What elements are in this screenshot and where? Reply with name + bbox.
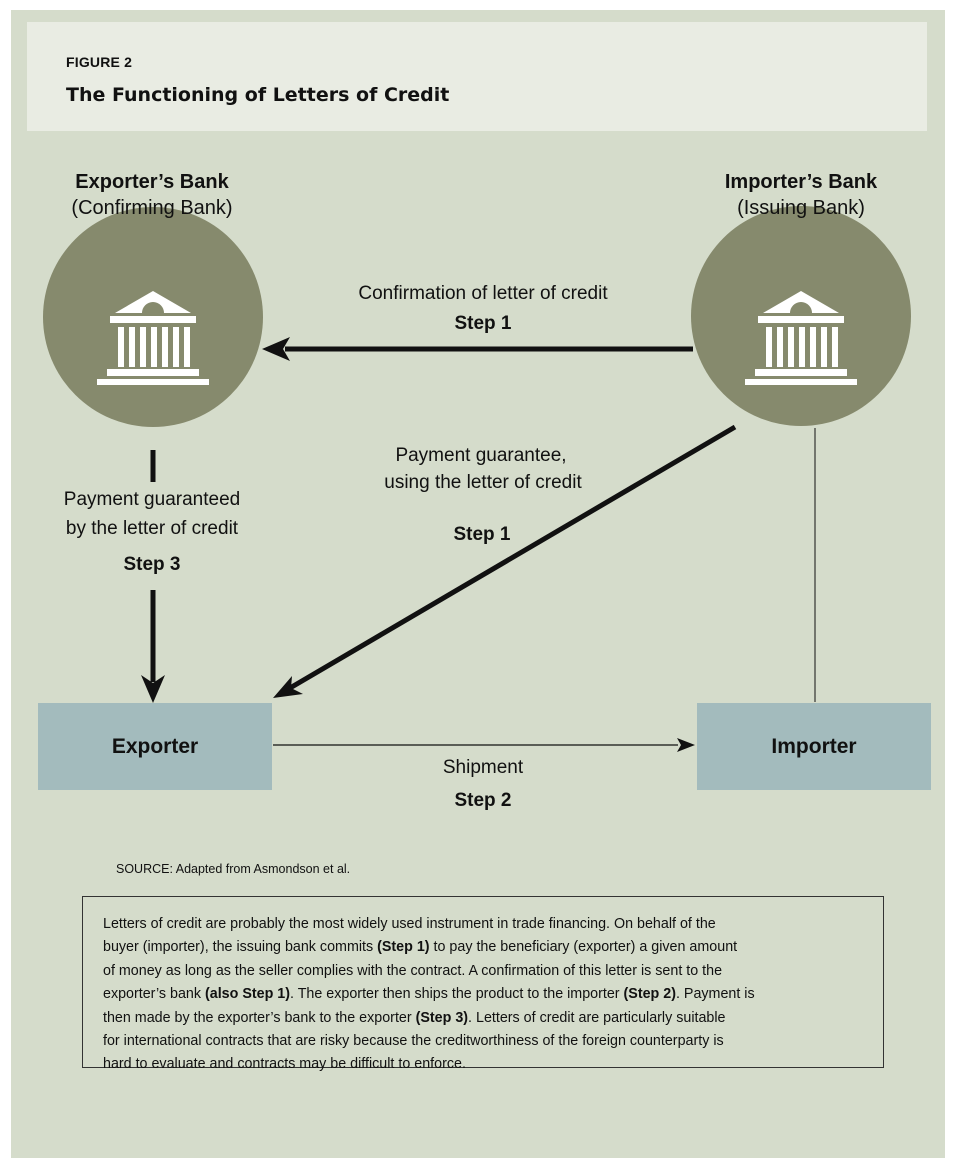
figure-header bbox=[27, 22, 927, 131]
explanation-segment: to pay the beneficiary (exporter) a give… bbox=[429, 939, 738, 956]
explanation-line: hard to evaluate and contracts may be di… bbox=[103, 1053, 865, 1076]
explanation-line: buyer (importer), the issuing bank commi… bbox=[103, 936, 865, 959]
explanation-step-ref: (Step 2) bbox=[623, 986, 676, 1003]
explanation-segment: . Letters of credit are particularly sui… bbox=[468, 1009, 726, 1026]
guarantee-label-line1: Payment guarantee, bbox=[395, 445, 567, 466]
explanation-segment: then made by the exporter’s bank to the … bbox=[103, 1009, 416, 1026]
shipment-arrow bbox=[273, 738, 695, 752]
explanation-line: exporter’s bank (also Step 1). The expor… bbox=[103, 983, 865, 1006]
exporters-bank-role: (Confirming Bank) bbox=[71, 197, 233, 219]
explanation-step-ref: (also Step 1) bbox=[205, 986, 291, 1003]
shipment-label: Shipment bbox=[442, 757, 524, 778]
importers-bank-node bbox=[691, 206, 911, 426]
exporter-label: Exporter bbox=[111, 734, 199, 758]
explanation-step-ref: (Step 3) bbox=[415, 1009, 469, 1026]
explanation-text: Letters of credit are probably the most … bbox=[103, 913, 865, 1077]
shipment-step: Step 2 bbox=[454, 790, 512, 811]
payment-label-line2: by the letter of credit bbox=[65, 518, 239, 539]
confirmation-step: Step 1 bbox=[454, 313, 512, 334]
exporter-node: Exporter bbox=[38, 703, 272, 790]
payment-arrow bbox=[141, 450, 165, 703]
explanation-segment: for international contracts that are ris… bbox=[103, 1033, 724, 1050]
explanation-segment: buyer (importer), the issuing bank commi… bbox=[103, 939, 378, 956]
payment-label-line1: Payment guaranteed bbox=[63, 489, 241, 510]
explanation-line: for international contracts that are ris… bbox=[103, 1030, 865, 1053]
confirmation-label: Confirmation of letter of credit bbox=[358, 283, 608, 304]
guarantee-step: Step 1 bbox=[453, 524, 511, 545]
explanation-segment: . Payment is bbox=[675, 986, 755, 1003]
explanation-step-ref: (Step 1) bbox=[377, 939, 430, 956]
exporters-bank-name: Exporter’s Bank bbox=[75, 171, 229, 193]
payment-step: Step 3 bbox=[123, 554, 181, 575]
importer-node: Importer bbox=[697, 703, 931, 790]
importers-bank-name: Importer’s Bank bbox=[724, 171, 878, 193]
explanation-segment: exporter’s bank bbox=[103, 986, 205, 1003]
importers-bank-role: (Issuing Bank) bbox=[737, 197, 865, 219]
importer-label: Importer bbox=[771, 734, 857, 758]
explanation-line: of money as long as the seller complies … bbox=[103, 960, 865, 983]
explanation-segment: Letters of credit are probably the most … bbox=[103, 916, 716, 932]
guarantee-label-line2: using the letter of credit bbox=[384, 472, 582, 493]
source-note: SOURCE: Adapted from Asmondson et al. bbox=[116, 862, 351, 876]
exporters-bank-node bbox=[43, 207, 263, 427]
figure-panel bbox=[11, 10, 945, 1158]
figure-label: FIGURE 2 bbox=[66, 54, 133, 70]
guarantee-arrow bbox=[273, 424, 737, 698]
confirmation-arrow bbox=[262, 337, 693, 361]
explanation-line: Letters of credit are probably the most … bbox=[103, 913, 865, 936]
figure-title: The Functioning of Letters of Credit bbox=[66, 84, 450, 106]
explanation-segment: of money as long as the seller complies … bbox=[103, 962, 723, 979]
explanation-box: Letters of credit are probably the most … bbox=[82, 896, 884, 1072]
explanation-line: then made by the exporter’s bank to the … bbox=[103, 1007, 865, 1030]
explanation-segment: hard to evaluate and contracts may be di… bbox=[103, 1056, 466, 1073]
explanation-segment: . The exporter then ships the product to… bbox=[290, 986, 624, 1003]
